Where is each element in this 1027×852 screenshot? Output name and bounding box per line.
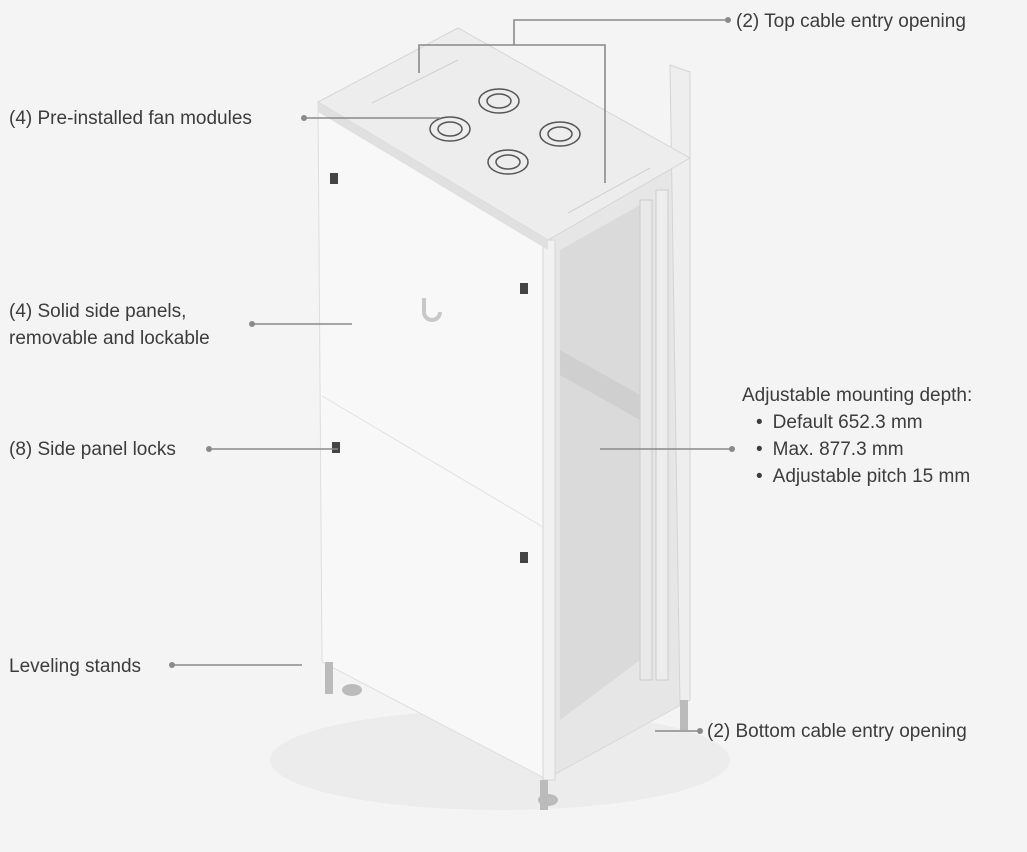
open-door: [669, 64, 691, 706]
top-cable-opening: [371, 59, 459, 104]
callout-side-panels-line2: removable and lockable: [9, 328, 210, 349]
callout-bottom-cable: (2) Bottom cable entry opening: [707, 721, 967, 742]
rack-top: [316, 27, 692, 241]
top-vent: [318, 102, 548, 250]
mounting-rail: [655, 189, 669, 681]
mounting-rail: [639, 199, 653, 681]
fan-icon: [487, 149, 529, 175]
fan-icon: [429, 116, 471, 142]
leveling-stands: [325, 662, 688, 810]
fan-icon: [486, 93, 512, 109]
leader-lines: [172, 19, 732, 732]
fan-modules: [429, 88, 581, 175]
callout-fans: (4) Pre-installed fan modules: [9, 108, 252, 129]
fan-icon: [478, 88, 520, 114]
depth-item: Max. 877.3 mm: [756, 436, 972, 463]
callout-side-panels: (4) Solid side panels, removable and loc…: [9, 298, 210, 352]
callout-side-panels-line1: (4) Solid side panels,: [9, 301, 187, 322]
fan-icon: [437, 121, 463, 137]
rack-interior: [560, 205, 640, 720]
depth-item: Adjustable pitch 15 mm: [756, 463, 972, 490]
panel-split: [321, 395, 549, 531]
depth-item: Default 652.3 mm: [756, 409, 972, 436]
depth-title: Adjustable mounting depth:: [742, 385, 973, 406]
callout-top-cable: (2) Top cable entry opening: [736, 11, 966, 32]
brand-logo: [422, 298, 442, 322]
depth-list: Default 652.3 mm Max. 877.3 mm Adjustabl…: [742, 409, 972, 490]
crossbar: [560, 350, 640, 420]
callout-locks: (8) Side panel locks: [9, 439, 176, 460]
side-panel-locks: [330, 173, 528, 563]
fan-icon: [539, 121, 581, 147]
fan-icon: [495, 154, 521, 170]
fan-icon: [547, 126, 573, 142]
callout-leveling: Leveling stands: [9, 656, 142, 677]
callout-depth: Adjustable mounting depth: Default 652.3…: [742, 382, 972, 490]
top-cable-opening: [567, 167, 651, 214]
front-frame: [542, 239, 556, 781]
leader-dots: [169, 17, 735, 734]
